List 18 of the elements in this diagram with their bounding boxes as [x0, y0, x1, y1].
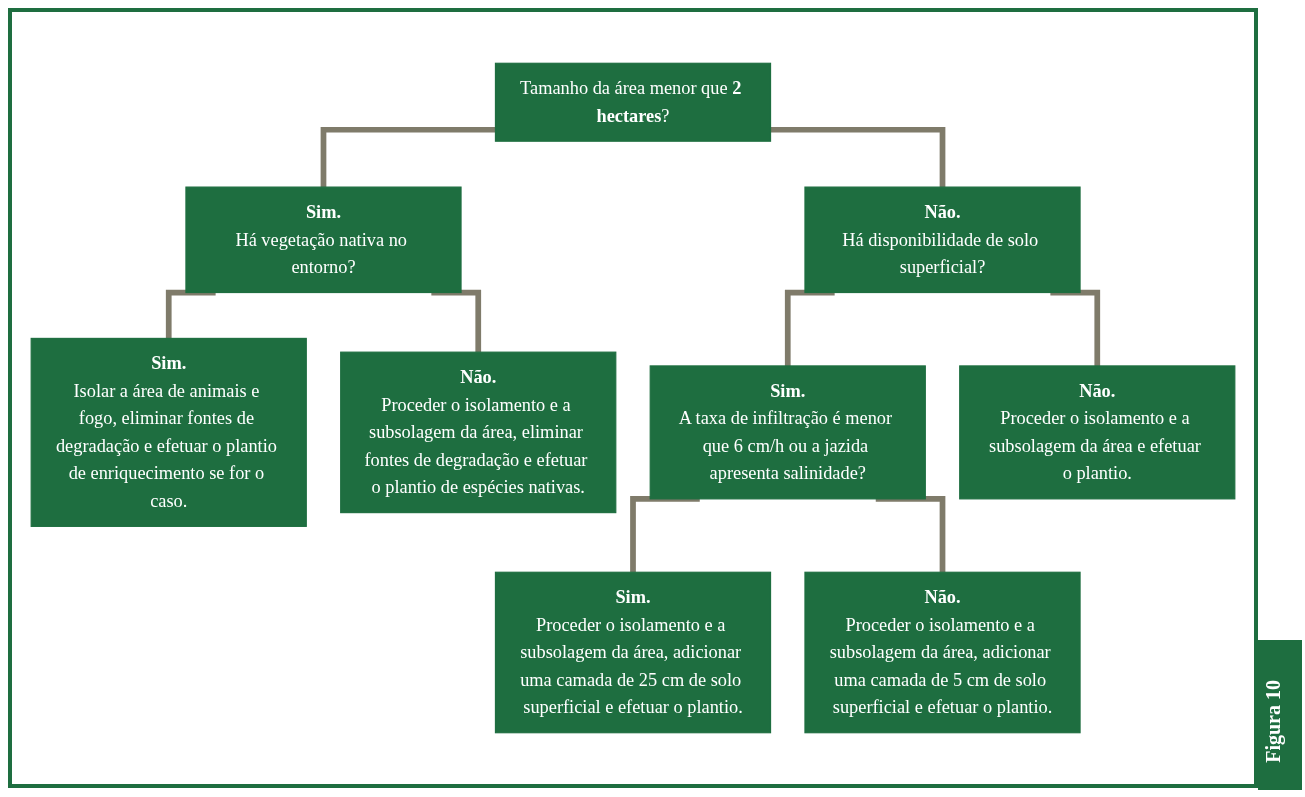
figure-label: Figura 10: [1262, 680, 1285, 763]
node-box: Não. Proceder o isolamento e a subsolagem da área e efetuar o plantio.: [959, 365, 1236, 500]
connector: [784, 289, 835, 366]
connector: [630, 496, 700, 573]
node-box: Sim. Proceder o isolamento e a subsolagem da área, adicionar uma camada de 25 cm de solo superficial e efetuar o plantio.: [494, 571, 772, 734]
connector: [875, 496, 946, 573]
node-box: Sim. Há vegetação nativa no entorno?: [185, 186, 462, 294]
node-box: Não. Proceder o isolamento e a subsolagem da área, eliminar fontes de degradação e efetuar o plantio de espécies nativas.: [340, 351, 617, 514]
node-box: Não. Há disponibilidade de solo superficial?: [804, 186, 1081, 294]
node-box: Sim. A taxa de infiltração é menor que 6 cm/h ou a jazida apresenta salinidade?: [649, 365, 926, 500]
connector: [165, 289, 216, 339]
connector: [1050, 289, 1101, 366]
connector: [431, 289, 482, 353]
connector: [770, 126, 946, 188]
node-box: Tamanho da área menor que 2 hectares?: [494, 62, 772, 142]
node-box: Não. Proceder o isolamento e a subsolagem da área, adicionar uma camada de 5 cm de solo superficial e efetuar o plantio.: [804, 571, 1081, 734]
node-box: Sim. Isolar a área de animais e fogo, eliminar fontes de degradação e efetuar o plantio de enriquecimento se for o caso.: [30, 337, 307, 527]
connector: [320, 126, 496, 188]
